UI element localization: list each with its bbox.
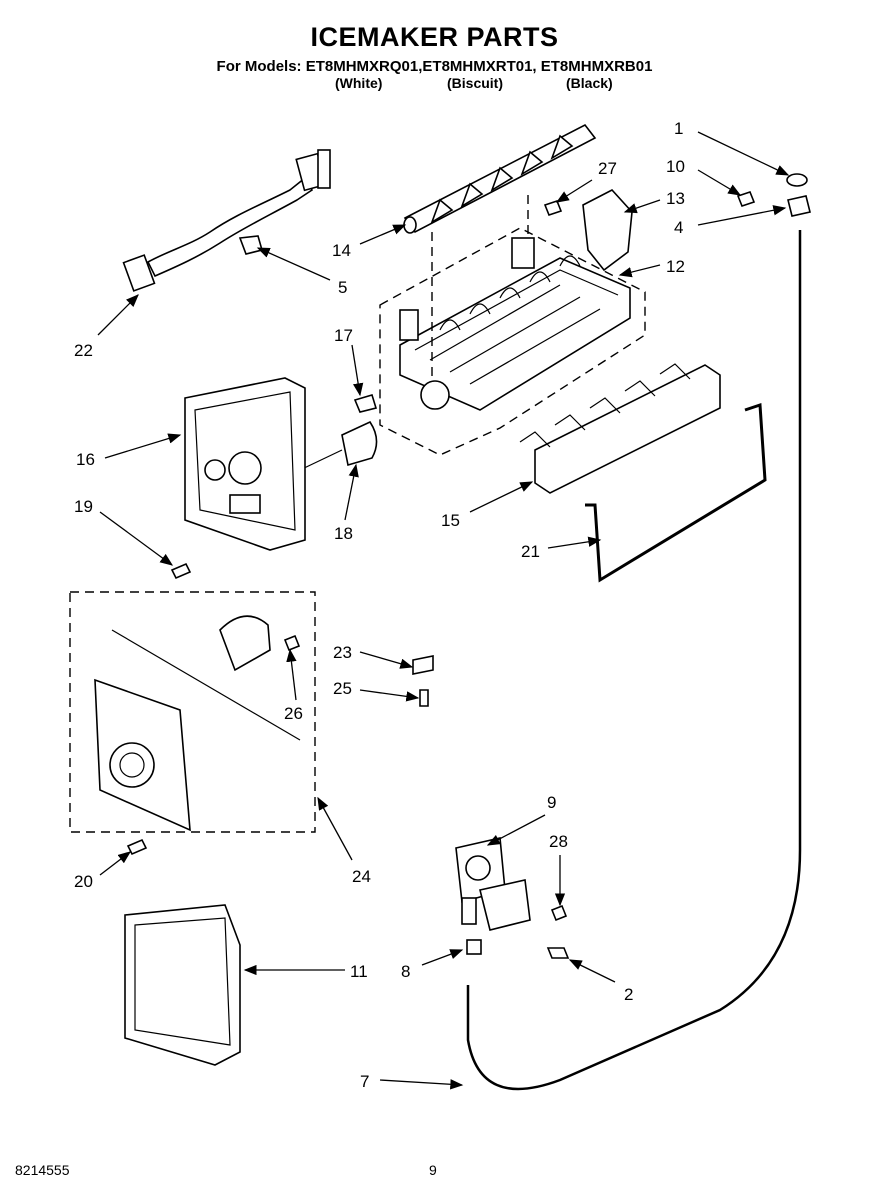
leader-19 (99, 511, 174, 566)
leader-5 (256, 247, 331, 281)
page-title: ICEMAKER PARTS (310, 22, 559, 52)
screw-part-28 (550, 904, 568, 922)
callout-24: 24 (352, 867, 371, 886)
cover-part-13 (582, 189, 633, 272)
wire-harness-part-22 (122, 149, 331, 292)
screw-part-27 (543, 200, 563, 216)
spring-part-17 (353, 394, 378, 413)
screw-part-25 (419, 689, 429, 707)
leader-22 (97, 294, 139, 336)
leader-9 (486, 814, 546, 846)
leader-7 (379, 1079, 464, 1090)
models-line: For Models: ET8MHMXRQ01,ET8MHMXRT01, ET8… (216, 58, 653, 75)
screw-part-26 (283, 634, 301, 652)
callout-26: 26 (284, 704, 303, 723)
callout-15: 15 (441, 511, 460, 530)
callout-22: 22 (74, 341, 93, 360)
callout-2: 2 (624, 985, 633, 1004)
control-module-part-24 (94, 615, 301, 832)
callout-12: 12 (666, 257, 685, 276)
callout-14: 14 (332, 241, 351, 260)
callout-16: 16 (76, 450, 95, 469)
clip-part-2 (546, 947, 570, 959)
callout-23: 23 (333, 643, 352, 662)
callout-8: 8 (401, 962, 410, 981)
leader-20 (99, 851, 132, 876)
housing-part-16 (184, 377, 306, 551)
callout-19: 19 (74, 497, 93, 516)
color-biscuit: (Biscuit) (447, 75, 503, 91)
screw-part-20 (126, 838, 148, 856)
document-number: 8214555 (15, 1162, 70, 1178)
callout-7: 7 (360, 1072, 369, 1091)
callout-4: 4 (674, 218, 683, 237)
leader-8 (421, 949, 464, 966)
leader-2 (568, 959, 616, 983)
callout-18: 18 (334, 524, 353, 543)
stripper-part-15 (519, 363, 721, 494)
module-kit-outline-24 (69, 591, 316, 833)
leader-13 (623, 199, 661, 214)
mold-part-12 (399, 237, 631, 411)
water-valve-part-9 (455, 837, 531, 931)
leader-17 (351, 344, 364, 397)
clamp-part-1 (786, 173, 808, 187)
callout-17: 17 (334, 326, 353, 345)
leader-16 (104, 433, 182, 459)
callout-20: 20 (74, 872, 93, 891)
fill-cup-part-4 (787, 195, 811, 217)
bracket-part-23 (412, 655, 434, 675)
nut-part-8 (466, 939, 482, 955)
tube-part-7 (466, 230, 802, 1091)
leader-4 (697, 205, 787, 226)
leader-25 (359, 689, 420, 702)
callout-21: 21 (521, 542, 540, 561)
leader-21 (547, 536, 602, 549)
page-number: 9 (429, 1162, 437, 1178)
pad-part-11 (124, 904, 241, 1066)
callout-27: 27 (598, 159, 617, 178)
callout-11: 11 (350, 962, 368, 981)
leader-23 (359, 651, 414, 669)
screw-part-10 (736, 191, 756, 207)
mold-assembly-outline (379, 227, 646, 456)
leader-14 (359, 224, 407, 245)
leader-1 (697, 131, 790, 176)
callout-9: 9 (547, 793, 556, 812)
callout-13: 13 (666, 189, 685, 208)
leader-15 (469, 481, 534, 513)
callout-25: 25 (333, 679, 352, 698)
thermostat-part-18 (341, 420, 378, 467)
callout-1: 1 (674, 119, 683, 138)
leader-27 (555, 179, 593, 203)
callout-28: 28 (549, 832, 568, 851)
color-white: (White) (335, 75, 383, 91)
ejector-part-14 (403, 123, 597, 234)
clip-part-5 (238, 235, 263, 255)
screw-part-19 (170, 562, 192, 580)
arm-part-21 (585, 402, 767, 583)
color-black: (Black) (566, 75, 613, 91)
leader-10 (697, 169, 742, 196)
callout-10: 10 (666, 157, 685, 176)
leader-12 (618, 264, 661, 278)
leader-18 (344, 463, 359, 521)
leader-26 (286, 648, 297, 701)
callout-5: 5 (338, 278, 347, 297)
leader-24 (317, 796, 353, 861)
